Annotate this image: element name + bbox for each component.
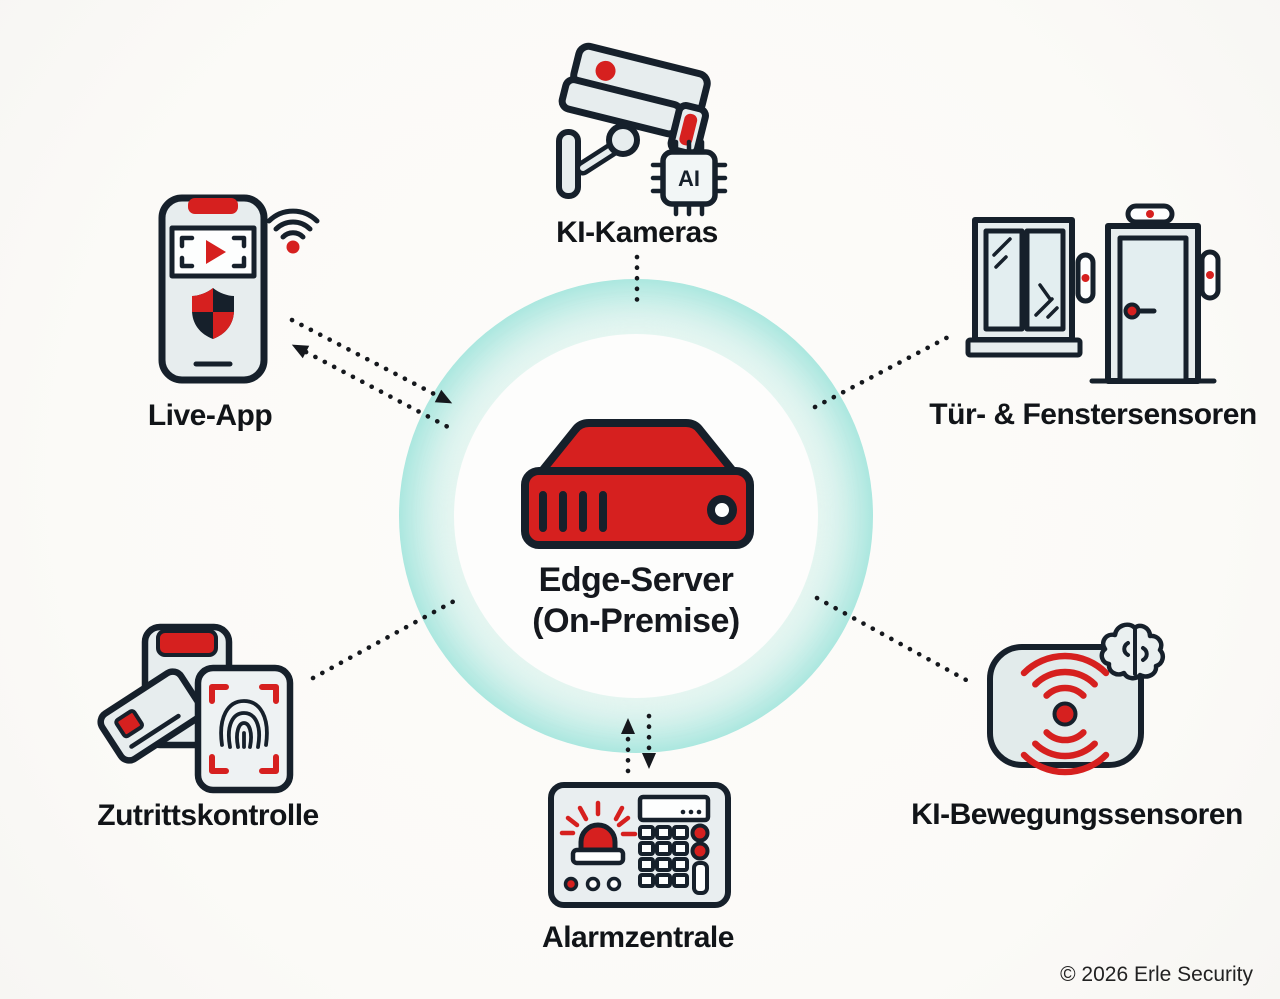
keypad <box>638 825 689 888</box>
server-vents <box>539 491 607 532</box>
scan-brackets <box>209 684 279 774</box>
label-live-app: Live-App <box>147 399 273 432</box>
motion-sensor-icon <box>987 622 1166 776</box>
hub-title-line2: (On-Premise) <box>532 602 740 641</box>
wifi-icon <box>266 208 320 254</box>
smartphone-icon <box>158 194 320 384</box>
display <box>637 794 711 823</box>
access-control-icon <box>97 623 294 794</box>
hub-title-line1: Edge-Server <box>538 561 734 599</box>
label-ki-bewegung: KI-Bewegungssensoren <box>911 798 1243 831</box>
fingerprint-icon <box>219 699 269 749</box>
label-zutritt: Zutrittskontrolle <box>97 799 319 832</box>
keycard-icon <box>97 668 205 764</box>
status-led <box>563 876 579 892</box>
server-icon <box>521 419 754 549</box>
brain-icon <box>1099 622 1166 681</box>
copyright-text: © 2026 Erle Security <box>1060 963 1253 986</box>
ai-chip-text: AI <box>678 166 700 191</box>
cctv-camera-icon: AI <box>556 42 728 217</box>
fingerprint-scanner <box>194 664 294 794</box>
hub-title: Edge-Server (On-Premise) <box>454 560 818 643</box>
play-icon <box>206 240 226 264</box>
panic-button <box>690 823 710 843</box>
server-power-light <box>707 495 737 525</box>
arrowhead-alarm-dn <box>642 753 656 769</box>
frame-brackets <box>179 235 247 269</box>
label-tuer-fenster: Tür- & Fenstersensoren <box>929 398 1257 431</box>
siren-rays <box>559 800 638 837</box>
ai-chip-icon: AI <box>650 139 728 217</box>
label-alarm: Alarmzentrale <box>542 921 734 954</box>
phone-notch <box>188 198 238 214</box>
wall-mount <box>556 129 581 199</box>
camera-led <box>595 60 616 81</box>
alarm-panel-icon <box>548 782 731 908</box>
door-side-sensor <box>1199 249 1221 301</box>
siren-dome <box>578 822 618 853</box>
door-top-sensor <box>1125 203 1175 225</box>
window-sill <box>965 337 1083 358</box>
waves-down <box>1020 729 1110 776</box>
sensor-eye <box>1052 701 1078 727</box>
waves-up <box>1020 652 1110 699</box>
label-ki-kameras: KI-Kameras <box>556 216 718 249</box>
window-door-sensors-icon <box>965 203 1221 384</box>
window-sensor <box>1075 252 1096 304</box>
